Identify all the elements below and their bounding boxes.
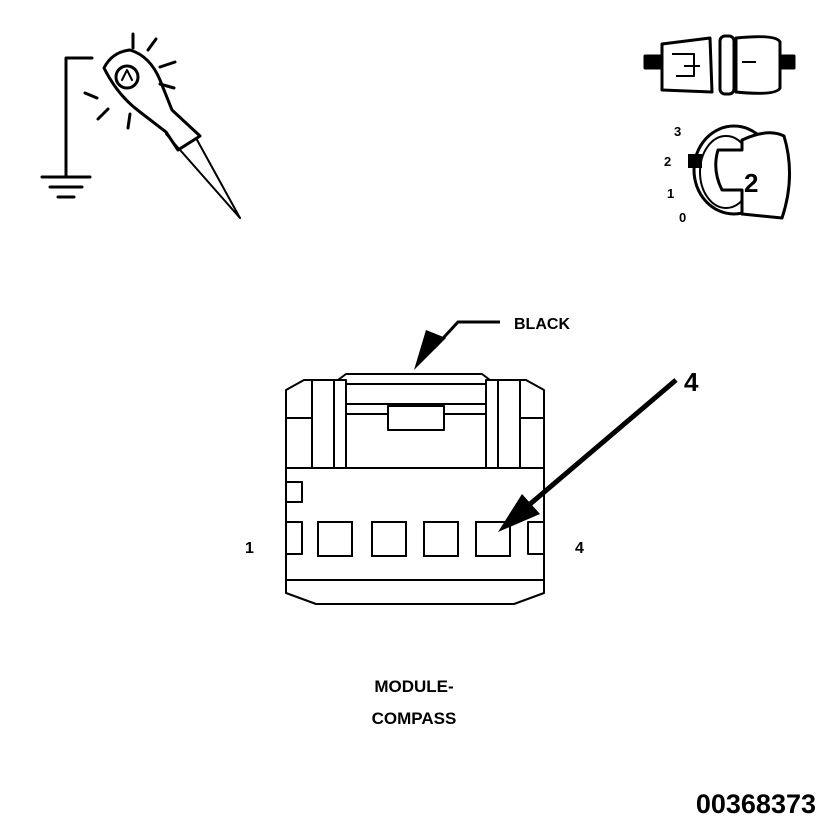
- connector-face: [285, 373, 545, 605]
- key-position-2: 2: [664, 154, 671, 169]
- cavity-2: [371, 521, 407, 557]
- connector-name-line1: MODULE-: [374, 677, 453, 696]
- key-number: 2: [744, 168, 758, 198]
- connector-name-line2: COMPASS: [372, 709, 457, 728]
- test-light-icon: [40, 32, 241, 219]
- figure-id: 00368373: [696, 789, 816, 819]
- key-position-3: 3: [674, 124, 681, 139]
- pin-callout: 4: [498, 367, 699, 532]
- cavity-3: [423, 521, 459, 557]
- key-position-1: 1: [667, 186, 674, 201]
- ignition-key-icon: 3 2 1 0 2: [664, 124, 791, 225]
- key-position-0: 0: [679, 210, 686, 225]
- ground-symbol-icon: [40, 56, 94, 199]
- callout-pin-number: 4: [684, 367, 699, 397]
- pin-label-right: 4: [575, 540, 584, 557]
- pin-label-left: 1: [245, 540, 254, 557]
- color-callout: BLACK: [414, 316, 570, 370]
- cavity-1: [317, 521, 353, 557]
- connector-disconnect-icon: [643, 34, 796, 96]
- color-label: BLACK: [514, 316, 570, 333]
- pin-cavities: [317, 521, 511, 557]
